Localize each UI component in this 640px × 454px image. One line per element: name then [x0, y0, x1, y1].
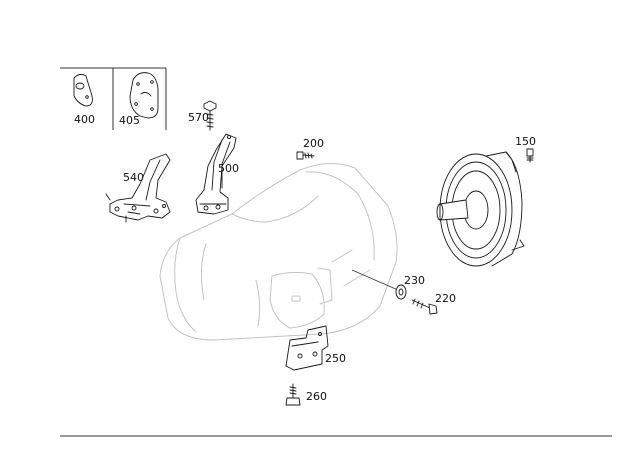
plate-405-icon[interactable]: [129, 72, 159, 119]
bolt-570-icon[interactable]: [203, 100, 217, 131]
part-label-230: 230: [404, 274, 425, 287]
part-label-220: 220: [435, 292, 456, 305]
part-label-500: 500: [218, 162, 239, 175]
bolt-150-icon[interactable]: [526, 148, 534, 163]
bolt-200-icon[interactable]: [296, 151, 315, 160]
part-label-260: 260: [306, 390, 327, 403]
part-label-400: 400: [74, 113, 95, 126]
bolt-260-icon[interactable]: [285, 383, 301, 406]
torque-converter-150-icon[interactable]: [436, 151, 525, 267]
part-label-570: 570: [188, 111, 209, 124]
washer-230-icon[interactable]: [395, 284, 407, 300]
bracket-500-icon[interactable]: [195, 133, 237, 215]
part-label-405: 405: [119, 114, 140, 127]
bolt-220-icon[interactable]: [411, 298, 438, 315]
part-label-540: 540: [123, 171, 144, 184]
part-label-150: 150: [515, 135, 536, 148]
leader-line-230: [351, 269, 399, 291]
bracket-250-icon[interactable]: [285, 325, 329, 371]
part-label-200: 200: [303, 137, 324, 150]
part-label-250: 250: [325, 352, 346, 365]
inset-frame: [60, 67, 167, 130]
gasket-400-icon[interactable]: [73, 73, 93, 107]
linkage-540-icon[interactable]: [105, 153, 171, 223]
transmission-housing: [159, 163, 398, 341]
